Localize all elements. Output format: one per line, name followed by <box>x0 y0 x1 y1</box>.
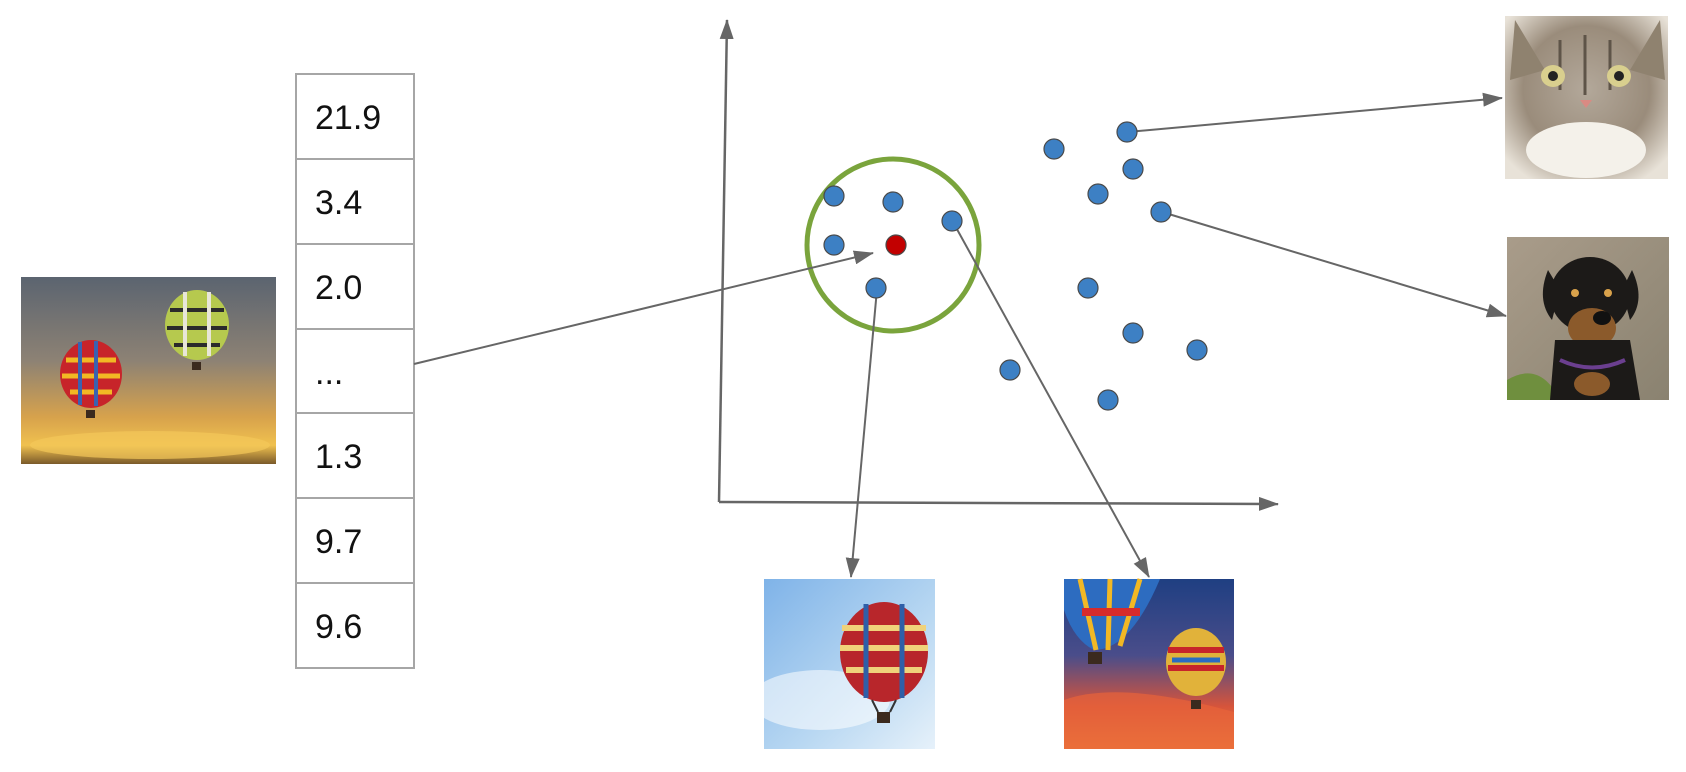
embedding-point <box>1077 277 1099 299</box>
embedding-point <box>823 185 845 207</box>
embedding-point <box>1122 158 1144 180</box>
embedding-point <box>1097 389 1119 411</box>
embedding-point <box>882 191 904 213</box>
x-axis <box>718 496 1279 511</box>
vector-cell-value: ... <box>315 354 343 392</box>
embedding-point <box>1043 138 1065 160</box>
embedding-points <box>823 121 1208 411</box>
vector-cell-value: 2.0 <box>315 269 362 307</box>
arrow-point-to-neighbor-1 <box>845 288 878 578</box>
vector-cell-value: 3.4 <box>315 184 362 222</box>
embedding-point <box>1150 201 1172 223</box>
query-point <box>885 234 907 256</box>
arrow-point-to-dog <box>1161 211 1507 318</box>
embedding-vector: 21.9 3.4 2.0 ... 1.3 9.7 9.6 <box>295 73 415 669</box>
query-image-photo <box>21 277 276 464</box>
arrow-vector-to-query-point <box>413 250 874 365</box>
arrow-point-to-neighbor-2 <box>952 221 1150 578</box>
vector-cell-value: 21.9 <box>315 99 381 137</box>
embedding-point <box>1186 339 1208 361</box>
embedding-space-axes <box>717 19 1279 511</box>
embedding-point <box>865 277 887 299</box>
embedding-point <box>823 234 845 256</box>
cat-image-photo <box>1505 16 1668 179</box>
vector-cell-value: 1.3 <box>315 438 362 476</box>
vector-cell-value: 9.6 <box>315 608 362 646</box>
vector-cell-value: 9.7 <box>315 523 362 561</box>
arrow-point-to-cat <box>1127 92 1503 133</box>
neighbor-image-2-photo <box>1064 578 1234 749</box>
connector-arrows <box>413 92 1507 578</box>
embedding-point <box>1087 183 1109 205</box>
nearest-neighbor-circle <box>804 156 982 334</box>
dog-image-photo <box>1507 237 1669 400</box>
embedding-point <box>1116 121 1138 143</box>
y-axis <box>717 19 734 503</box>
embedding-point <box>1122 322 1144 344</box>
embedding-point <box>999 359 1021 381</box>
embedding-point <box>941 210 963 232</box>
neighbor-image-1-photo <box>750 579 935 749</box>
